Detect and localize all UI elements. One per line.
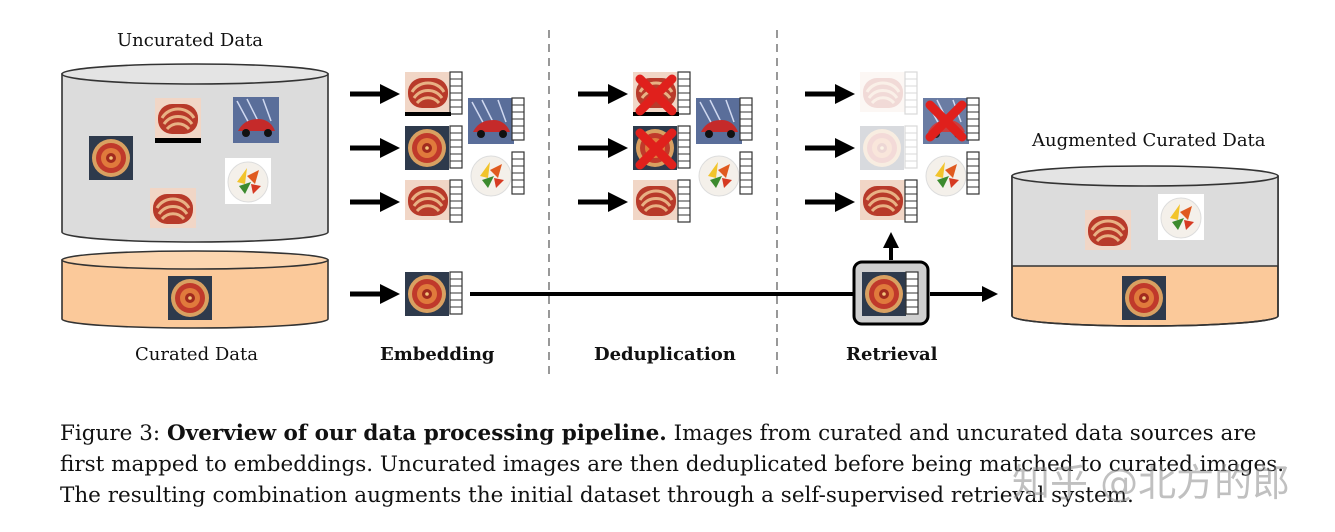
caption-title: Overview of our data processing pipeline… [167,421,667,446]
curated-database [61,250,329,329]
pizza-image [89,136,133,180]
watermark-text: 知乎 @北方的郎 [1012,461,1291,505]
salad-image [224,157,272,205]
caption-prefix: Figure 3: [60,421,167,446]
retrieval-query-box [852,260,930,326]
deduplication-arrows [578,84,628,212]
uncurated-data-label: Uncurated Data [117,30,264,51]
tart-image-2 [148,186,198,230]
tart-image [153,96,203,140]
augmented-database [1011,165,1279,327]
figure-caption: Figure 3: Overview of our data processin… [60,418,1290,511]
augmented-data-label: Augmented Curated Data [1032,130,1266,151]
caption-body: Images from curated and uncurated data s… [60,421,1285,508]
stage-deduplication-label: Deduplication [594,344,736,365]
uncurated-database [61,63,329,243]
curated-pizza-image [168,276,212,320]
stage-embedding-label: Embedding [380,344,495,365]
retrieval-arrows [805,84,855,212]
pipeline-diagram [61,30,1279,380]
curated-data-label: Curated Data [135,344,258,365]
retrieval-items [858,70,980,223]
embedding-items [403,70,525,316]
deduplication-items [631,70,753,223]
car-image [232,96,280,144]
tart-image-border [155,138,201,143]
stage-retrieval-label: Retrieval [846,344,938,365]
embedding-arrows [350,84,400,304]
